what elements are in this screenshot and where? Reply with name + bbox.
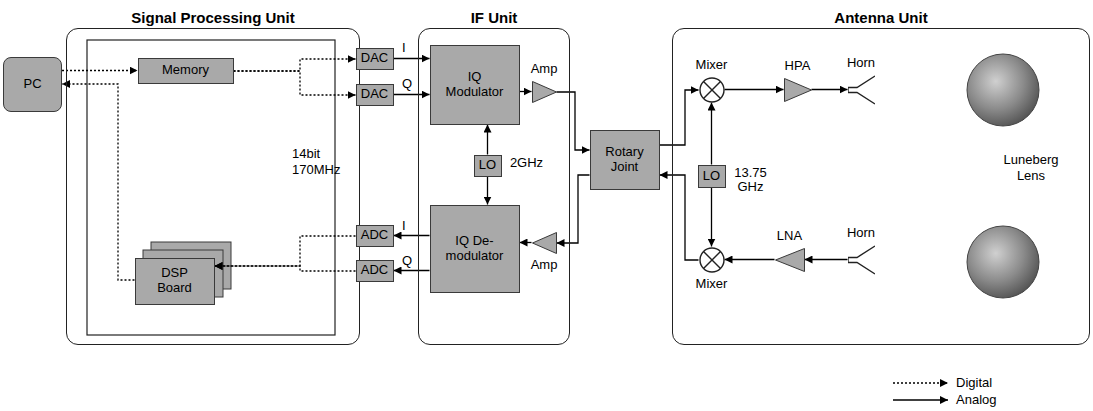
demodulator-box: IQ De-modulator bbox=[430, 205, 520, 293]
signal-name: Q bbox=[402, 253, 412, 269]
part-label: LNA bbox=[777, 229, 802, 244]
symbol-outline bbox=[532, 232, 557, 254]
horn-antenna: Horn bbox=[848, 245, 875, 275]
analog-signal-line bbox=[725, 259, 775, 260]
legend-text: Analog bbox=[956, 392, 996, 408]
part-label: 13.75 GHz bbox=[731, 166, 771, 196]
dac-box: DAC bbox=[356, 48, 394, 70]
signal-name: I bbox=[402, 40, 406, 56]
analog-signal-line bbox=[805, 259, 848, 260]
digital-signal-line bbox=[234, 71, 356, 95]
analog-signal-line bbox=[394, 58, 430, 59]
part-label: Horn bbox=[847, 56, 875, 71]
box-label: Memory bbox=[162, 63, 209, 78]
symbol-outline bbox=[848, 245, 875, 275]
digital-signal-line bbox=[215, 236, 356, 266]
digital-signal-line bbox=[215, 266, 356, 271]
symbol-outline bbox=[699, 247, 725, 273]
analog-signal-line bbox=[394, 270, 430, 271]
unit-title: IF Unit bbox=[471, 9, 518, 26]
analog-signal-line bbox=[394, 94, 430, 95]
horn-antenna: Horn bbox=[848, 75, 875, 105]
analog-signal-line bbox=[557, 175, 590, 243]
unit-title: Antenna Unit bbox=[834, 9, 927, 26]
symbol-outline bbox=[775, 248, 805, 272]
analog-signal-line bbox=[487, 177, 488, 205]
analog-signal-line bbox=[487, 125, 488, 155]
box-label: LO bbox=[703, 169, 720, 184]
digital-signal-line bbox=[62, 84, 135, 280]
mixer-symbol: Mixer bbox=[699, 247, 725, 273]
computer-box: PC bbox=[3, 57, 62, 112]
memory-box: Memory bbox=[138, 58, 234, 84]
adc-box: ADC bbox=[356, 225, 394, 247]
legend-sample bbox=[893, 399, 948, 400]
analog-signal-line bbox=[660, 90, 699, 145]
symbol-outline bbox=[848, 75, 875, 105]
analog-signal-line bbox=[711, 188, 712, 247]
box-label: ADC bbox=[361, 228, 388, 243]
adc-box: ADC bbox=[356, 260, 394, 282]
part-label: Mixer bbox=[696, 277, 728, 292]
symbol-outline bbox=[784, 78, 812, 102]
part-label: Amp bbox=[531, 258, 558, 273]
oscillator-box: LO2GHz bbox=[474, 155, 502, 177]
analog-signal-line bbox=[812, 89, 848, 90]
analog-signal-line bbox=[520, 242, 532, 243]
lens-sphere bbox=[967, 54, 1039, 126]
part-label: 2GHz bbox=[507, 156, 547, 171]
symbol-outline bbox=[532, 81, 557, 103]
lens-label: Luneberg Lens bbox=[995, 152, 1067, 183]
box-label: DAC bbox=[361, 87, 388, 102]
digital-signal-line bbox=[234, 59, 356, 71]
amplifier-symbol: HPA bbox=[784, 78, 812, 102]
mixer-symbol: Mixer bbox=[699, 77, 725, 103]
analog-signal-line bbox=[520, 91, 532, 92]
analog-signal-line bbox=[394, 235, 430, 236]
box-label: DSP Board bbox=[149, 266, 201, 296]
board-frame bbox=[87, 40, 335, 335]
amplifier-symbol: Amp bbox=[532, 81, 557, 103]
box-label: Rotary Joint bbox=[595, 145, 655, 175]
legend-sample bbox=[893, 382, 948, 383]
box-label: PC bbox=[23, 77, 41, 92]
box-label: DAC bbox=[361, 51, 388, 66]
modulator-box: IQ Modulator bbox=[430, 45, 520, 125]
symbol-outline bbox=[699, 77, 725, 103]
converter-spec: 14bit 170MHz bbox=[292, 146, 354, 177]
part-label: Horn bbox=[847, 226, 875, 241]
signal-name: Q bbox=[402, 76, 412, 92]
analog-signal-line bbox=[725, 89, 784, 90]
signal-name: I bbox=[402, 218, 406, 234]
digital-signal-line bbox=[62, 70, 138, 71]
box-label: ADC bbox=[361, 263, 388, 278]
box-label: IQ De-modulator bbox=[439, 234, 511, 264]
rotary-joint: Rotary Joint bbox=[590, 130, 660, 190]
unit-frame: Signal Processing UnitMemoryDSP BoardDAC… bbox=[66, 28, 360, 345]
amplifier-symbol: LNA bbox=[775, 248, 805, 272]
box-label: IQ Modulator bbox=[439, 70, 511, 100]
analog-signal-line bbox=[660, 175, 699, 260]
legend-text: Digital bbox=[956, 375, 992, 391]
unit-frame: IF UnitIQ ModulatorLO2GHzIQ De-modulator… bbox=[418, 28, 570, 345]
oscillator-box: LO13.75 GHz bbox=[698, 165, 726, 188]
unit-frame: Antenna UnitRotary JointMixerHPAHornLO13… bbox=[672, 28, 1090, 345]
dac-box: DAC bbox=[356, 84, 394, 106]
part-label: Amp bbox=[531, 62, 558, 77]
amplifier-symbol: Amp bbox=[532, 232, 557, 254]
analog-signal-line bbox=[711, 103, 712, 165]
lens-sphere bbox=[967, 226, 1039, 298]
box-label: LO bbox=[479, 158, 496, 173]
analog-signal-line bbox=[557, 92, 590, 150]
part-label: Mixer bbox=[696, 58, 728, 73]
dsp-board: DSP Board bbox=[135, 258, 215, 305]
unit-title: Signal Processing Unit bbox=[131, 9, 294, 26]
part-label: HPA bbox=[785, 59, 811, 74]
